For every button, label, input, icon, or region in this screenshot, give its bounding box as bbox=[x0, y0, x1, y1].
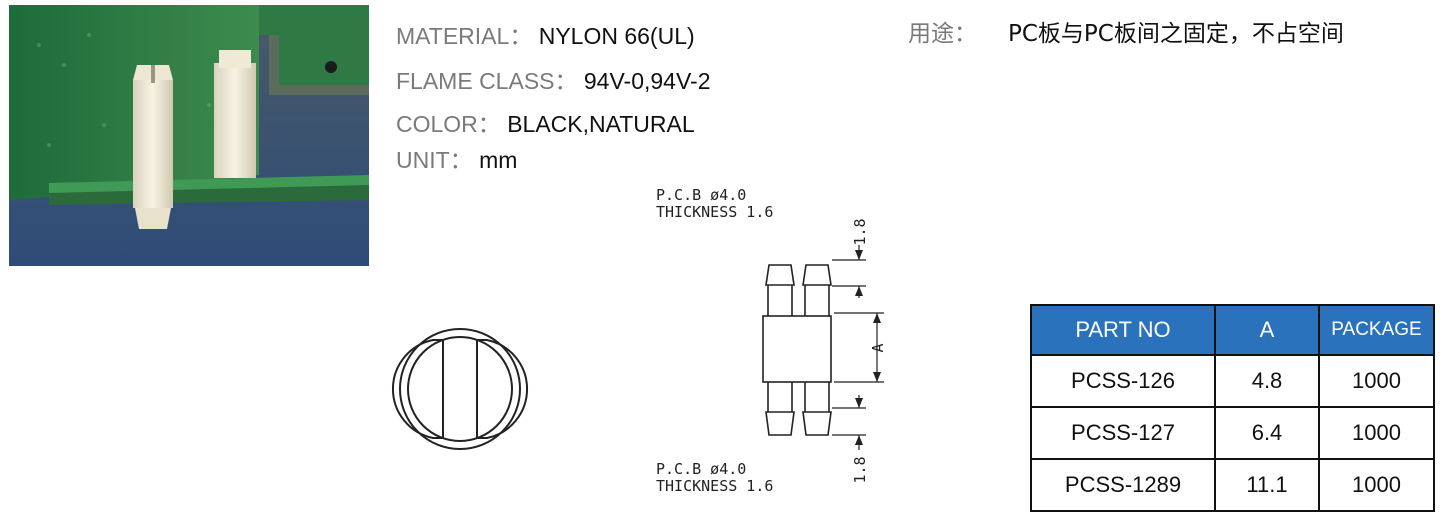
spec-flame-class-label: FLAME CLASS： bbox=[396, 68, 578, 94]
spec-unit-value: mm bbox=[479, 147, 518, 173]
spec-material-value: NYLON 66(UL) bbox=[538, 23, 695, 49]
bottom-note-line1: P.C.B ø4.0 bbox=[656, 460, 746, 478]
cell-package: 1000 bbox=[1318, 354, 1435, 408]
spec-flame-class: FLAME CLASS： 94V-0,94V-2 bbox=[396, 62, 711, 96]
header-a: A bbox=[1214, 304, 1320, 356]
bottom-note-line2: THICKNESS 1.6 bbox=[656, 477, 773, 495]
spec-material: MATERIAL： NYLON 66(UL) bbox=[396, 17, 695, 51]
top-note-line1: P.C.B ø4.0 bbox=[656, 186, 746, 204]
header-part-no: PART NO bbox=[1030, 304, 1216, 356]
parts-table: PART NO A PACKAGE PCSS-126 4.8 1000 PCSS… bbox=[1030, 304, 1435, 512]
spec-unit-label: UNIT： bbox=[396, 147, 473, 173]
cell-part-no: PCSS-126 bbox=[1030, 354, 1216, 408]
cell-part-no: PCSS-127 bbox=[1030, 406, 1216, 460]
cell-a: 6.4 bbox=[1214, 406, 1320, 460]
side-view bbox=[762, 264, 832, 436]
dim-bottom-label: 1.8 bbox=[851, 456, 869, 483]
usage-value: PC板与PC板间之固定，不占空间 bbox=[1008, 21, 1344, 47]
table-header-row: PART NO A PACKAGE bbox=[1030, 304, 1435, 356]
table-row: PCSS-126 4.8 1000 bbox=[1030, 354, 1435, 408]
spec-material-label: MATERIAL： bbox=[396, 23, 533, 49]
spec-color: COLOR： BLACK,NATURAL bbox=[396, 105, 695, 139]
cell-a: 4.8 bbox=[1214, 354, 1320, 408]
top-note-line2: THICKNESS 1.6 bbox=[656, 203, 773, 221]
table-row: PCSS-1289 11.1 1000 bbox=[1030, 458, 1435, 512]
cell-a: 11.1 bbox=[1214, 458, 1320, 512]
spec-color-value: BLACK,NATURAL bbox=[507, 111, 695, 137]
header-package: PACKAGE bbox=[1318, 304, 1435, 356]
spec-flame-class-value: 94V-0,94V-2 bbox=[583, 68, 711, 94]
cell-package: 1000 bbox=[1318, 458, 1435, 512]
spec-unit: UNIT： mm bbox=[396, 141, 517, 175]
cell-package: 1000 bbox=[1318, 406, 1435, 460]
top-view bbox=[391, 328, 529, 450]
dim-a-label: A bbox=[869, 343, 887, 352]
table-row: PCSS-127 6.4 1000 bbox=[1030, 406, 1435, 460]
usage-label: 用途： bbox=[908, 21, 977, 47]
product-photo bbox=[9, 5, 369, 266]
cell-part-no: PCSS-1289 bbox=[1030, 458, 1216, 512]
spec-color-label: COLOR： bbox=[396, 111, 501, 137]
dimension-lines bbox=[832, 245, 884, 450]
dim-top-label: 1.8 bbox=[851, 218, 869, 245]
